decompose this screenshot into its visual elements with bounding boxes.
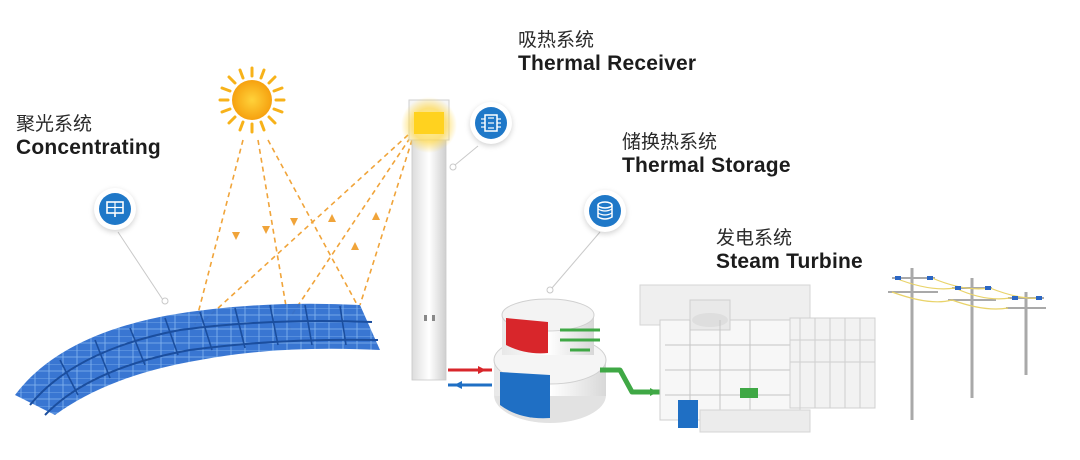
- turbine-label-en: Steam Turbine: [716, 249, 863, 273]
- steam-pipe: [600, 367, 660, 395]
- turbine-label-cn: 发电系统: [716, 227, 793, 249]
- database-icon: [597, 201, 613, 220]
- receiver-label-cn: 吸热系统: [518, 29, 595, 51]
- concentrating-label-en: Concentrating: [16, 135, 161, 159]
- storage-label-cn: 储换热系统: [622, 131, 718, 153]
- power-cables: [891, 277, 1043, 310]
- receiver-badge: [470, 102, 512, 144]
- ray-arrows: [232, 212, 380, 250]
- concentrating-label-cn: 聚光系统: [16, 113, 93, 135]
- storage-label: 储换热系统 Thermal Storage: [622, 131, 791, 178]
- insulators: [895, 276, 1042, 300]
- receiver-label-en: Thermal Receiver: [518, 51, 697, 75]
- power-lines: [888, 268, 1046, 420]
- concentrating-badge: [94, 188, 136, 230]
- receiver-label: 吸热系统 Thermal Receiver: [518, 29, 697, 76]
- storage-tanks: [493, 298, 607, 423]
- solar-panel-icon: [106, 201, 124, 217]
- sun-icon: [218, 66, 286, 134]
- leader-lines: [117, 145, 601, 301]
- solar-tower: [401, 97, 457, 381]
- storage-label-en: Thermal Storage: [622, 153, 791, 177]
- heliostat-field: [15, 303, 380, 416]
- power-block: [639, 284, 876, 433]
- transfer-pipes: [448, 366, 492, 389]
- turbine-label: 发电系统 Steam Turbine: [716, 227, 863, 274]
- concentrating-label: 聚光系统 Concentrating: [16, 113, 161, 160]
- storage-badge: [584, 190, 626, 232]
- receiver-icon: [481, 114, 501, 132]
- sunlight-rays: [194, 134, 413, 331]
